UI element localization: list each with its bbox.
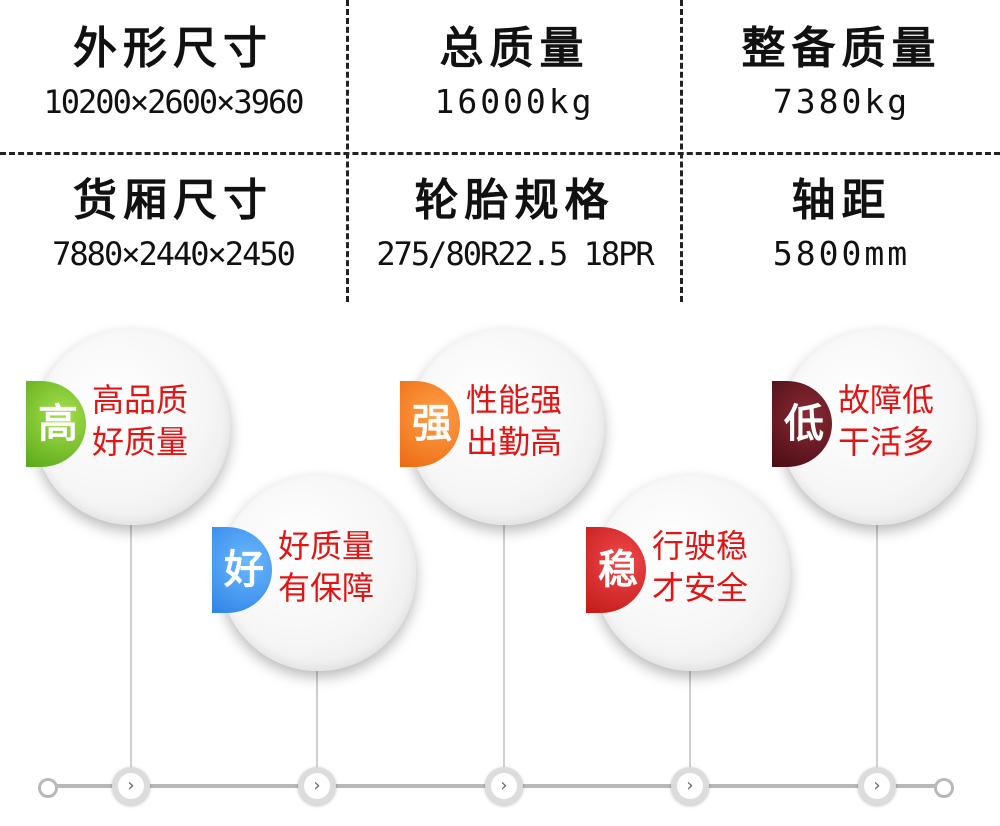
- stem-line: [876, 515, 878, 770]
- stem-line: [503, 525, 505, 770]
- column-divider: [346, 0, 349, 302]
- spec-cell-wheelbase: 轴距 5800mm: [683, 176, 1000, 274]
- stem-line: [130, 515, 132, 770]
- timeline-node[interactable]: ›: [485, 767, 523, 805]
- stem-line: [316, 665, 318, 770]
- feature-line: 高品质: [92, 381, 189, 419]
- feature-line: 出勤高: [466, 423, 563, 461]
- spec-value: 7880×2440×2450: [52, 235, 296, 273]
- spec-cell-dimensions: 外形尺寸 10200×2600×3960: [0, 24, 346, 122]
- feature-badge: 稳: [586, 527, 646, 613]
- chevron-right-icon: ›: [864, 773, 890, 799]
- feature-line: 有保障: [278, 569, 375, 607]
- spec-value: 10200×2600×3960: [43, 83, 305, 121]
- feature-line: 行驶稳: [652, 527, 749, 565]
- feature-line: 故障低: [838, 381, 935, 419]
- timeline-end-dot: [934, 778, 954, 798]
- chevron-right-icon: ›: [491, 773, 517, 799]
- feature-circle-assurance: 好 好质量 有保障: [212, 475, 416, 671]
- feature-line: 干活多: [838, 423, 935, 461]
- column-divider: [680, 0, 683, 302]
- spec-value: 275/80R22.5 18PR: [376, 235, 654, 273]
- feature-line: 性能强: [466, 381, 563, 419]
- feature-text: 故障低 干活多: [838, 379, 934, 463]
- feature-line: 才安全: [652, 569, 749, 607]
- feature-badge: 低: [772, 381, 832, 467]
- spec-label: 外形尺寸: [73, 23, 273, 74]
- spec-label: 整备质量: [741, 23, 942, 74]
- chevron-right-icon: ›: [118, 773, 144, 799]
- feature-badge: 高: [26, 381, 86, 467]
- row-divider: [0, 152, 1000, 155]
- feature-circle-performance: 强 性能强 出勤高: [400, 329, 604, 525]
- feature-text: 性能强 出勤高: [466, 379, 562, 463]
- spec-label: 轮胎规格: [414, 175, 615, 226]
- feature-line: 好质量: [278, 527, 375, 565]
- spec-value: 7380kg: [772, 82, 911, 121]
- feature-text: 好质量 有保障: [278, 525, 374, 609]
- timeline-start-dot: [38, 778, 58, 798]
- features-section: 高 高品质 好质量 好 好质量 有保障 强 性能强 出勤高 稳 行驶稳 才安全 …: [0, 305, 1000, 826]
- timeline-node[interactable]: ›: [671, 767, 709, 805]
- feature-circle-reliability: 低 故障低 干活多: [772, 329, 976, 525]
- feature-circle-quality: 高 高品质 好质量: [26, 329, 230, 525]
- timeline-node[interactable]: ›: [298, 767, 336, 805]
- spec-label: 货厢尺寸: [73, 175, 273, 226]
- timeline-node[interactable]: ›: [858, 767, 896, 805]
- spec-cell-cargo-box: 货厢尺寸 7880×2440×2450: [0, 176, 346, 274]
- spec-value: 5800mm: [772, 234, 911, 273]
- feature-badge: 强: [400, 381, 460, 467]
- stem-line: [689, 665, 691, 770]
- chevron-right-icon: ›: [304, 773, 330, 799]
- spec-value: 16000kg: [434, 82, 595, 121]
- spec-table: 外形尺寸 10200×2600×3960 总质量 16000kg 整备质量 73…: [0, 0, 1000, 302]
- chevron-right-icon: ›: [677, 773, 703, 799]
- feature-badge: 好: [212, 527, 272, 613]
- feature-text: 行驶稳 才安全: [652, 525, 748, 609]
- spec-label: 总质量: [439, 23, 590, 74]
- feature-text: 高品质 好质量: [92, 379, 188, 463]
- feature-line: 好质量: [92, 423, 189, 461]
- spec-cell-gross-mass: 总质量 16000kg: [349, 24, 680, 122]
- spec-cell-curb-mass: 整备质量 7380kg: [683, 24, 1000, 122]
- timeline-node[interactable]: ›: [112, 767, 150, 805]
- spec-cell-tire: 轮胎规格 275/80R22.5 18PR: [349, 176, 680, 274]
- spec-label: 轴距: [791, 175, 892, 226]
- feature-circle-stability: 稳 行驶稳 才安全: [586, 475, 790, 671]
